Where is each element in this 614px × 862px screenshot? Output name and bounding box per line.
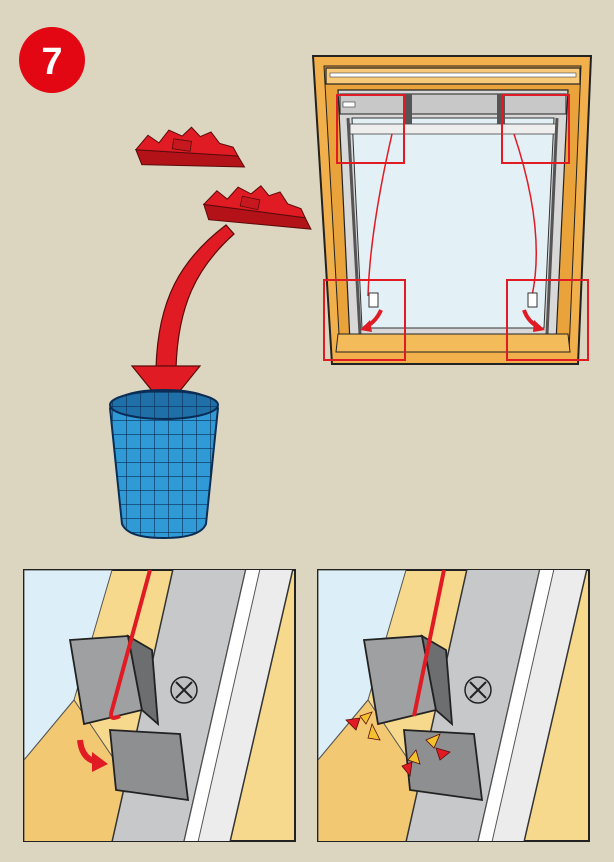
- highlight-top-right: [501, 94, 570, 164]
- step-number: 7: [41, 41, 62, 83]
- transport-clip-1: [134, 126, 246, 168]
- clip-right-bottom: [527, 292, 538, 308]
- step-badge-circle: [19, 27, 85, 93]
- roof-window: [311, 55, 593, 365]
- highlight-top-left: [336, 94, 405, 164]
- cassette-label: [342, 101, 356, 108]
- blind-cassette: [339, 93, 567, 115]
- arrowhead-right-corner: [533, 320, 545, 332]
- waste-basket-icon: [108, 388, 220, 540]
- detail-panel-left: [23, 569, 296, 842]
- side-rail-left: [346, 117, 362, 335]
- transport-clip-2: [202, 185, 312, 230]
- rotate-arrow-icon: [77, 739, 108, 772]
- cassette-slot-left: [404, 94, 412, 134]
- highlight-bottom-right: [506, 279, 589, 361]
- top-bar-line: [329, 72, 577, 78]
- detail-panel-right: [317, 569, 590, 842]
- frame-bottom: [335, 333, 571, 353]
- transport-clips-icon: [134, 126, 312, 230]
- curved-arrow-down-icon: [130, 224, 235, 409]
- blind-bar: [349, 123, 557, 135]
- arrowhead-left-corner: [360, 320, 372, 332]
- step-badge: 7: [19, 27, 85, 93]
- highlight-bottom-left: [323, 279, 406, 361]
- glass-pane: [351, 117, 555, 329]
- clip-left-bottom: [368, 292, 379, 308]
- side-rail-right: [545, 117, 559, 335]
- snap-break-icon: [345, 711, 451, 777]
